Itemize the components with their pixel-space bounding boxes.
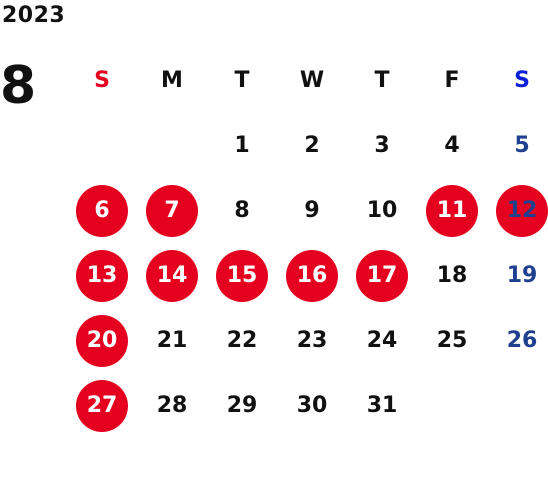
day-cell: 20 (67, 308, 137, 373)
day-number: 5 (514, 133, 530, 158)
weekday-header-saturday: S (514, 68, 530, 93)
day-cell: 23 (277, 308, 347, 373)
day-number: 28 (156, 393, 188, 418)
day-cell: 29 (207, 373, 277, 438)
day-cell: 21 (137, 308, 207, 373)
year-label: 2023 (2, 3, 66, 28)
day-number: 22 (226, 328, 258, 353)
day-number: 11 (426, 184, 478, 237)
day-cell (417, 373, 487, 438)
day-number: 27 (76, 379, 128, 432)
day-cell: 16 (277, 243, 347, 308)
day-number: 24 (366, 328, 398, 353)
weekday-header-sunday: S (94, 68, 110, 93)
day-cell: 11 (417, 178, 487, 243)
day-number: 13 (76, 249, 128, 302)
day-cell: 13 (67, 243, 137, 308)
day-number: 20 (76, 314, 128, 367)
day-cell: 2 (277, 113, 347, 178)
day-number: 15 (216, 249, 268, 302)
day-number (496, 380, 548, 432)
day-number: 23 (296, 328, 328, 353)
day-cell (67, 113, 137, 178)
day-number: 2 (304, 133, 320, 158)
day-number: 14 (146, 249, 198, 302)
day-cell: 1 (207, 113, 277, 178)
day-number: 6 (76, 184, 128, 237)
month-number: 8 (0, 56, 37, 116)
day-number: 8 (234, 198, 250, 223)
day-number: 9 (304, 198, 320, 223)
day-cell: 9 (277, 178, 347, 243)
day-cell: 3 (347, 113, 417, 178)
day-cell: 24 (347, 308, 417, 373)
day-cell: 22 (207, 308, 277, 373)
day-number (76, 120, 128, 172)
day-number: 12 (496, 184, 548, 237)
calendar-grid: S M T W T F S 1 2 3 4 5 6 7 8 9 10 11 12… (67, 48, 548, 438)
day-cell: 26 (487, 308, 548, 373)
day-cell: 5 (487, 113, 548, 178)
weekday-header-friday: F (444, 68, 460, 93)
day-cell: 15 (207, 243, 277, 308)
day-cell: 6 (67, 178, 137, 243)
day-number: 21 (156, 328, 188, 353)
day-cell: 10 (347, 178, 417, 243)
day-cell: 8 (207, 178, 277, 243)
day-number: 19 (506, 263, 538, 288)
day-number: 4 (444, 133, 460, 158)
day-cell: 25 (417, 308, 487, 373)
day-number: 18 (436, 263, 468, 288)
day-number (426, 380, 478, 432)
day-cell (487, 373, 548, 438)
day-number: 25 (436, 328, 468, 353)
day-number: 1 (234, 133, 250, 158)
weekday-header-monday: M (161, 68, 183, 93)
day-cell: 17 (347, 243, 417, 308)
day-cell: 31 (347, 373, 417, 438)
weekday-header-tuesday: T (234, 68, 250, 93)
day-number: 31 (366, 393, 398, 418)
day-cell: 7 (137, 178, 207, 243)
day-number: 26 (506, 328, 538, 353)
day-number: 17 (356, 249, 408, 302)
day-cell: 19 (487, 243, 548, 308)
day-number: 3 (374, 133, 390, 158)
day-number: 7 (146, 184, 198, 237)
weekday-header-thursday: T (374, 68, 390, 93)
day-number (146, 120, 198, 172)
day-cell: 30 (277, 373, 347, 438)
day-number: 30 (296, 393, 328, 418)
day-number: 10 (366, 198, 398, 223)
day-cell: 12 (487, 178, 548, 243)
day-cell: 4 (417, 113, 487, 178)
day-number: 16 (286, 249, 338, 302)
day-cell: 28 (137, 373, 207, 438)
day-cell: 27 (67, 373, 137, 438)
day-cell (137, 113, 207, 178)
day-number: 29 (226, 393, 258, 418)
day-cell: 14 (137, 243, 207, 308)
weekday-header-wednesday: W (299, 68, 325, 93)
day-cell: 18 (417, 243, 487, 308)
